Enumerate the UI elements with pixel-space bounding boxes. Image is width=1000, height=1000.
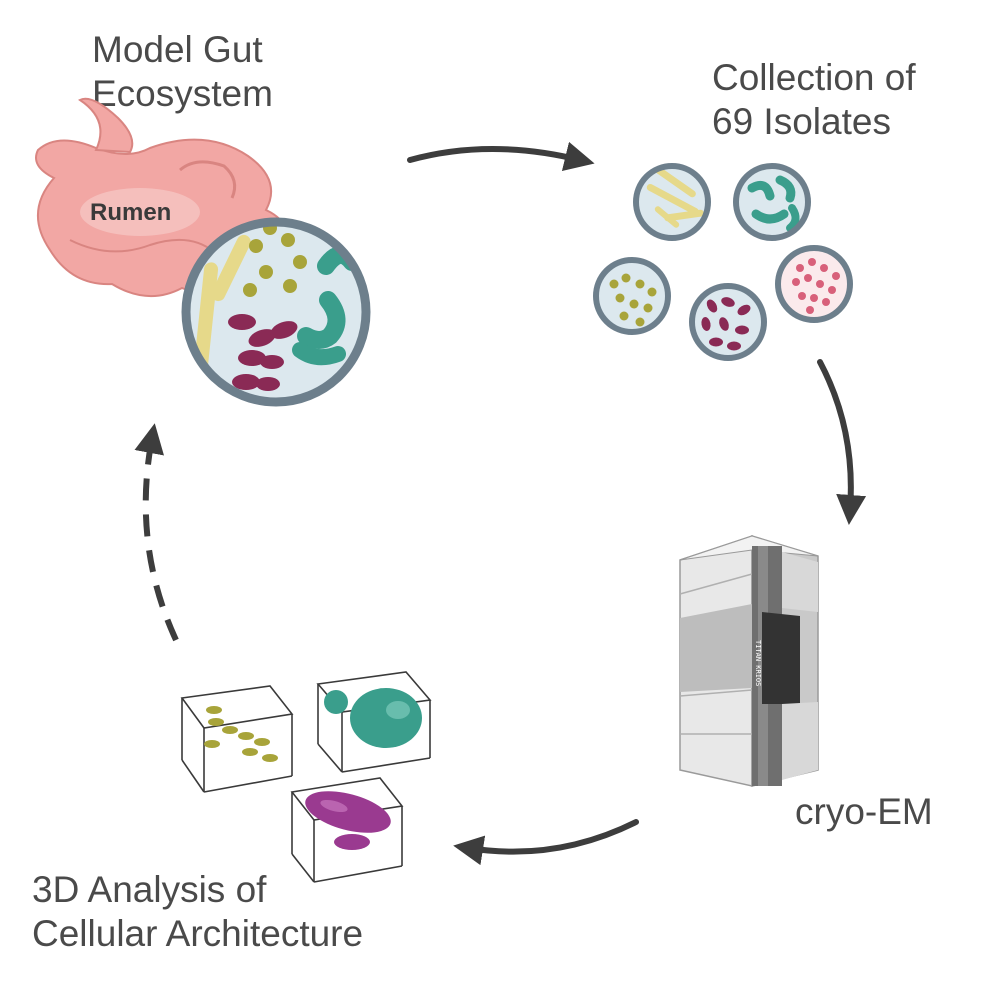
rumen-label: Rumen xyxy=(90,199,171,226)
collection-isolates-title: Collection of 69 Isolates xyxy=(712,56,916,144)
model-gut-ecosystem-title: Model Gut Ecosystem xyxy=(92,28,273,116)
cryo-em-title: cryo-EM xyxy=(795,791,933,832)
collection-line1: Collection of xyxy=(712,57,916,98)
magnified-dish-icon xyxy=(181,217,371,407)
arrow-isolates-to-cryoem xyxy=(817,359,867,525)
microscope-brand-label: TITAN KRIOS xyxy=(754,640,762,686)
petri-dish-icon xyxy=(593,257,671,335)
model-gut-line2: Ecosystem xyxy=(92,73,273,114)
petri-dish-icon xyxy=(775,245,853,323)
arrow-analysis-to-gut-dashed xyxy=(134,423,179,642)
model-gut-line1: Model Gut xyxy=(92,29,263,70)
petri-dish-icon xyxy=(633,163,711,241)
arrow-gut-to-isolates xyxy=(407,141,595,172)
3d-analysis-title: 3D Analysis of Cellular Architecture xyxy=(32,868,363,956)
tomogram-box-icon xyxy=(316,671,432,773)
tomogram-box-icon xyxy=(290,777,404,883)
arrow-cryoem-to-analysis xyxy=(453,819,639,866)
analysis-line2: Cellular Architecture xyxy=(32,913,364,954)
cryo-microscope-icon: TITAN KRIOS xyxy=(679,534,819,787)
tomogram-box-icon xyxy=(180,685,294,793)
petri-dish-icon xyxy=(689,283,767,361)
petri-dish-icon xyxy=(733,163,811,241)
collection-line2: 69 Isolates xyxy=(712,101,891,142)
analysis-line1: 3D Analysis of xyxy=(32,869,267,910)
